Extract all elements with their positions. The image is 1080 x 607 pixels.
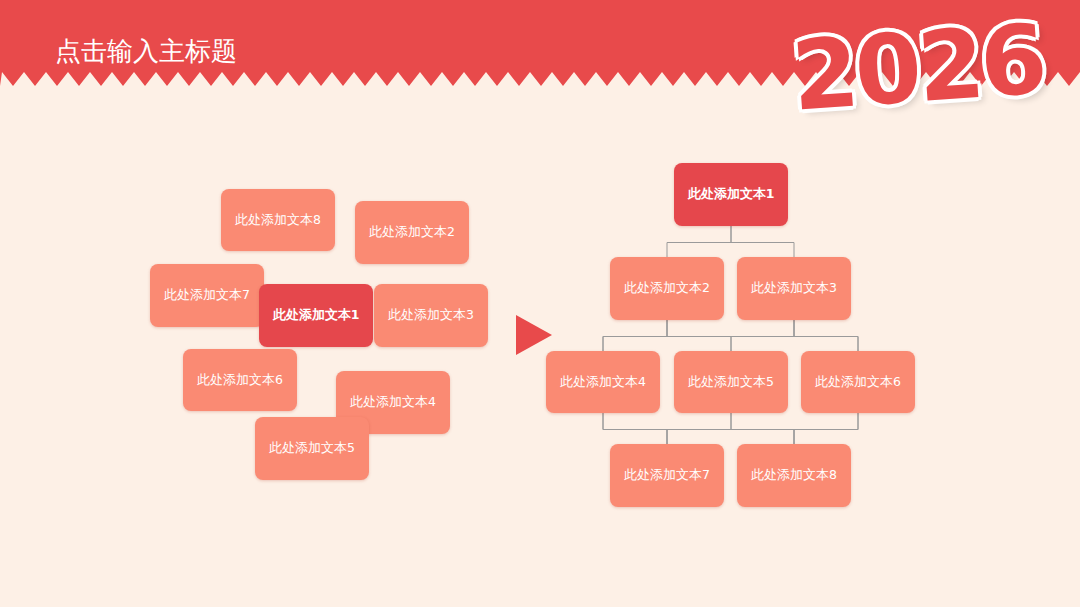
tree-connector [731,320,794,351]
box-text: 此处添加文本7 [164,287,250,304]
tree-connector [731,413,794,444]
box-text: 此处添加文本2 [624,280,710,297]
main-box: 此处添加文本1 [674,163,788,226]
box-text: 此处添加文本7 [624,467,710,484]
tree-connector [603,413,794,444]
text-box: 此处添加文本5 [674,351,788,413]
text-box: 此处添加文本4 [546,351,660,413]
box-text: 此处添加文本1 [688,186,775,203]
box-text: 此处添加文本4 [350,394,436,411]
text-box: 此处添加文本6 [183,349,297,411]
text-box: 此处添加文本8 [221,189,335,251]
box-text: 此处添加文本2 [369,224,455,241]
tree-connector [794,320,858,351]
tree-connector [603,320,794,351]
text-box: 此处添加文本2 [610,257,724,320]
text-box: 此处添加文本5 [255,417,369,480]
box-text: 此处添加文本1 [273,307,360,324]
box-text: 此处添加文本5 [269,440,355,457]
box-text: 此处添加文本5 [688,374,774,391]
box-text: 此处添加文本8 [235,212,321,229]
tree-connector [667,413,858,444]
tree-connector [603,320,667,351]
box-text: 此处添加文本4 [560,374,646,391]
text-box: 此处添加文本6 [801,351,915,413]
box-text: 此处添加文本6 [197,372,283,389]
tree-connector [667,226,731,257]
text-box: 此处添加文本3 [737,257,851,320]
tree-connector [603,413,667,444]
tree-connector [731,226,794,257]
text-box: 此处添加文本3 [374,284,488,347]
tree-connector [667,320,731,351]
year-graphic: 2026 [788,3,1046,132]
flow-arrow [516,315,552,355]
text-box: 此处添加文本7 [610,444,724,507]
box-text: 此处添加文本3 [388,307,474,324]
tree-connector [667,320,858,351]
box-text: 此处添加文本8 [751,467,837,484]
text-box: 此处添加文本7 [150,264,264,327]
main-box: 此处添加文本1 [259,284,373,347]
slide-title: 点击输入主标题 [55,34,237,69]
box-text: 此处添加文本3 [751,280,837,297]
text-box: 此处添加文本2 [355,201,469,264]
tree-connector [794,413,858,444]
box-text: 此处添加文本6 [815,374,901,391]
tree-connector [667,413,731,444]
text-box: 此处添加文本8 [737,444,851,507]
